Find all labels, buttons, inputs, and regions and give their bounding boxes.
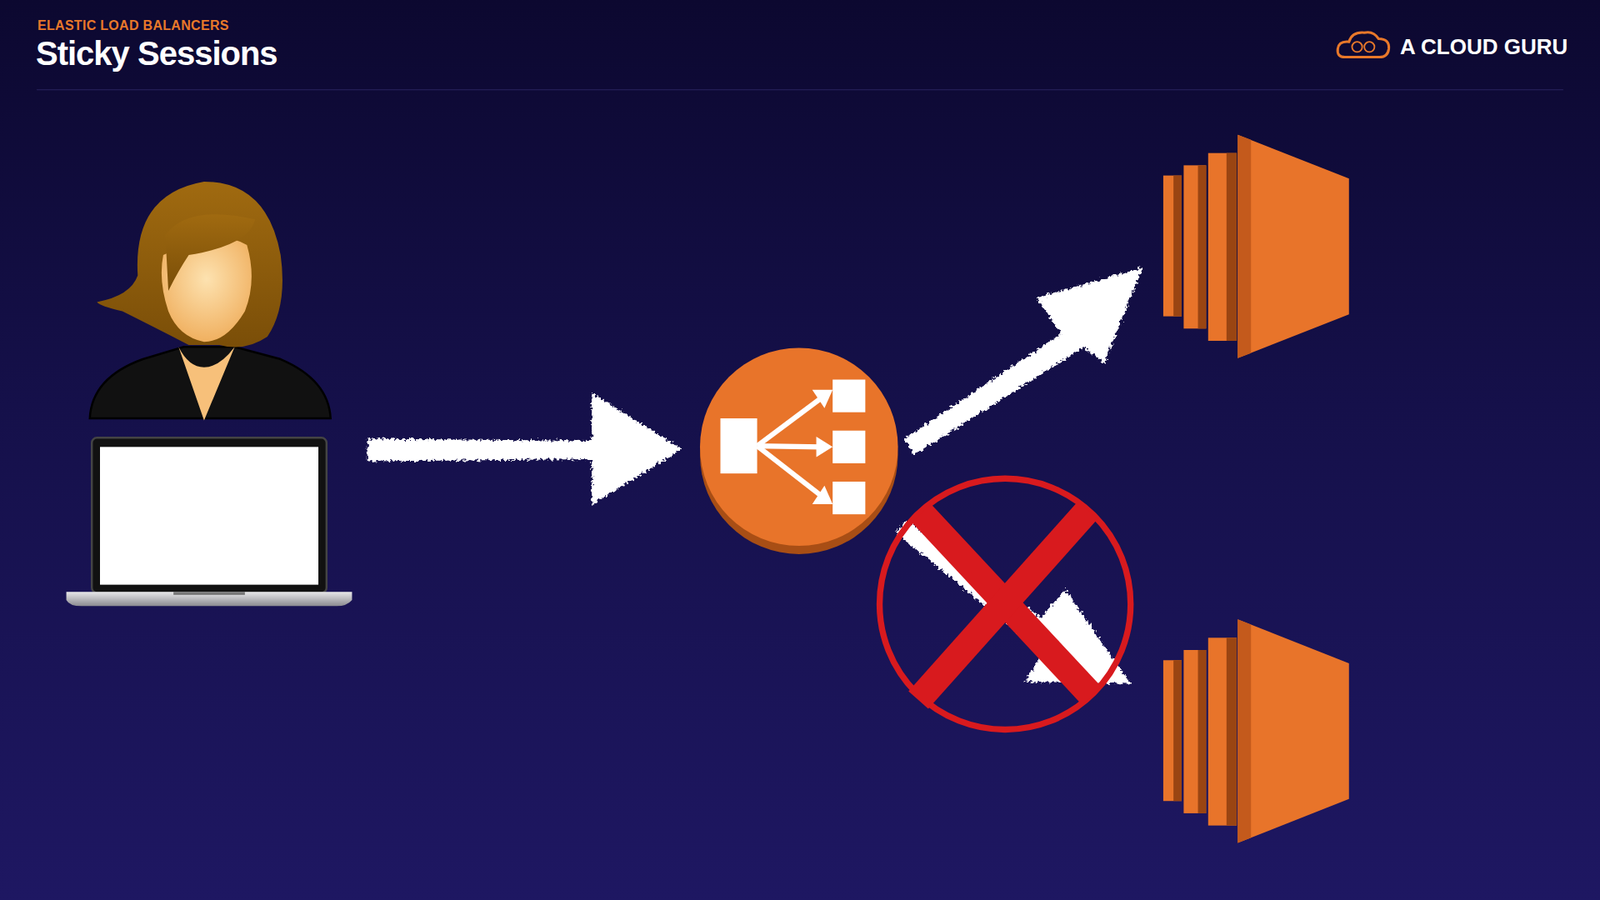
chalk-arrow (904, 267, 1144, 455)
ec2-instance-icon (1163, 619, 1350, 843)
load-balancer-icon (700, 348, 899, 555)
blocked-sign (880, 478, 1131, 730)
brand-logo (1337, 32, 1389, 58)
section-kicker: ELASTIC LOAD BALANCERS (37, 18, 230, 34)
slide-title: Sticky Sessions (35, 35, 278, 73)
brand-name: A CLOUD GURU (1400, 34, 1568, 60)
divider (36, 89, 1564, 90)
user-figure (90, 181, 331, 421)
laptop (66, 437, 353, 606)
chalk-arrow (367, 392, 682, 505)
ec2-instance-icon (1163, 135, 1350, 359)
